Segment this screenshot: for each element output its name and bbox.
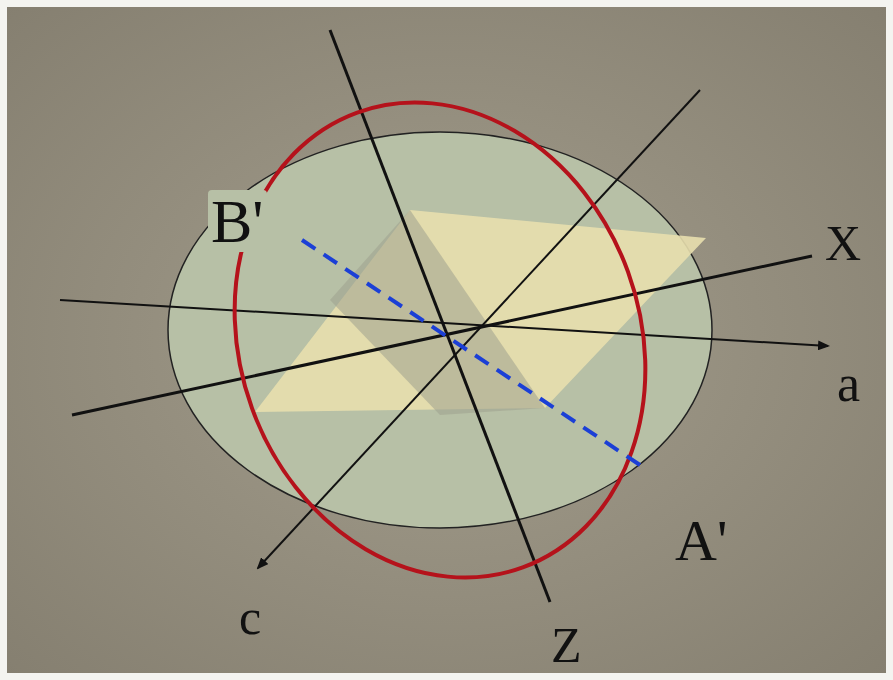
axis-label: X: [822, 218, 864, 268]
indicatrix-ellipse: [169, 44, 710, 636]
optic-direction: [302, 240, 640, 465]
axis-label: Z: [548, 620, 585, 670]
stage-disc: [168, 132, 712, 528]
point-label: B': [208, 190, 267, 252]
axis-label: c: [236, 592, 264, 642]
point-label: A': [672, 512, 730, 570]
axis-label: a: [834, 358, 863, 410]
axis-z: [330, 30, 550, 602]
